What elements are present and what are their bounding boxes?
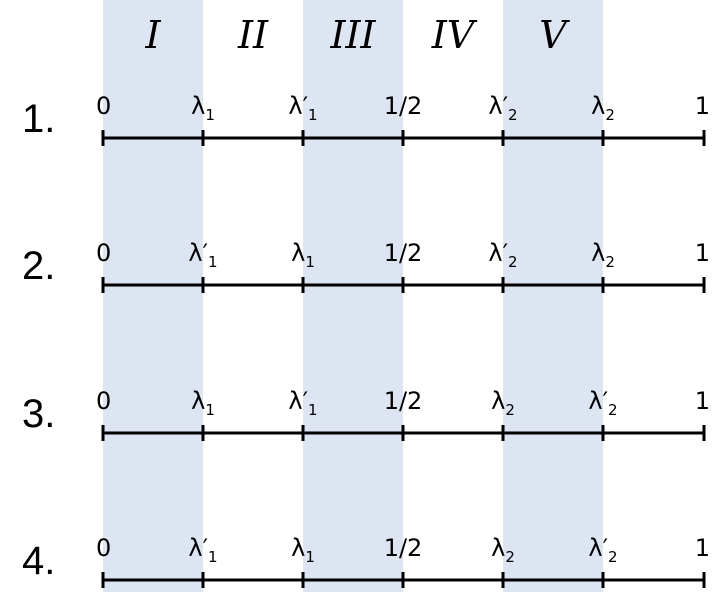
tick-label: 1/2 <box>384 534 423 562</box>
tick-label-subscript: 2 <box>605 106 615 124</box>
tick-label: 1/2 <box>384 92 423 120</box>
tick-label: λ′2 <box>588 534 617 566</box>
region-band-i <box>103 0 203 592</box>
tick-label-subscript: 1 <box>208 253 218 271</box>
tick-label: 1 <box>695 92 710 120</box>
tick-label: λ2 <box>591 239 615 271</box>
tick-label-subscript: 1 <box>308 401 318 419</box>
region-bands <box>103 0 603 592</box>
tick-label: 1 <box>695 387 710 415</box>
row-number: 1. <box>22 97 55 141</box>
tick-label-subscript: 2 <box>508 253 518 271</box>
tick-label-subscript: 2 <box>605 253 615 271</box>
region-band-v <box>503 0 603 592</box>
tick-label-subscript: 1 <box>308 106 318 124</box>
tick-label: λ′1 <box>188 534 217 566</box>
tick-label: 1 <box>695 534 710 562</box>
region-label-iv: IV <box>431 13 478 57</box>
tick-label: λ′2 <box>588 387 617 419</box>
tick-label-subscript: 2 <box>508 106 518 124</box>
tick-label-subscript: 1 <box>305 548 315 566</box>
region-label-i: I <box>144 13 161 57</box>
tick-label: 1 <box>695 239 710 267</box>
row-number: 4. <box>22 539 55 583</box>
tick-label-subscript: 1 <box>205 106 215 124</box>
region-label-v: V <box>539 13 570 57</box>
region-band-iii <box>303 0 403 592</box>
tick-label: λ2 <box>591 92 615 124</box>
tick-label: 1/2 <box>384 239 423 267</box>
tick-label-subscript: 2 <box>608 401 618 419</box>
tick-label-subscript: 1 <box>305 253 315 271</box>
tick-label: 0 <box>96 387 111 415</box>
tick-label: λ1 <box>191 387 215 419</box>
region-label-iii: III <box>329 13 376 57</box>
tick-label-subscript: 2 <box>505 401 515 419</box>
tick-label: λ1 <box>191 92 215 124</box>
region-label-ii: II <box>237 13 269 57</box>
tick-label: 0 <box>96 534 111 562</box>
tick-label: λ′1 <box>188 239 217 271</box>
tick-label-subscript: 2 <box>608 548 618 566</box>
tick-label: 1/2 <box>384 387 423 415</box>
tick-label: 0 <box>96 92 111 120</box>
tick-label-subscript: 1 <box>205 401 215 419</box>
tick-label-subscript: 1 <box>208 548 218 566</box>
row-number: 2. <box>22 244 55 288</box>
tick-label-subscript: 2 <box>505 548 515 566</box>
tick-label: 0 <box>96 239 111 267</box>
row-number: 3. <box>22 392 55 436</box>
